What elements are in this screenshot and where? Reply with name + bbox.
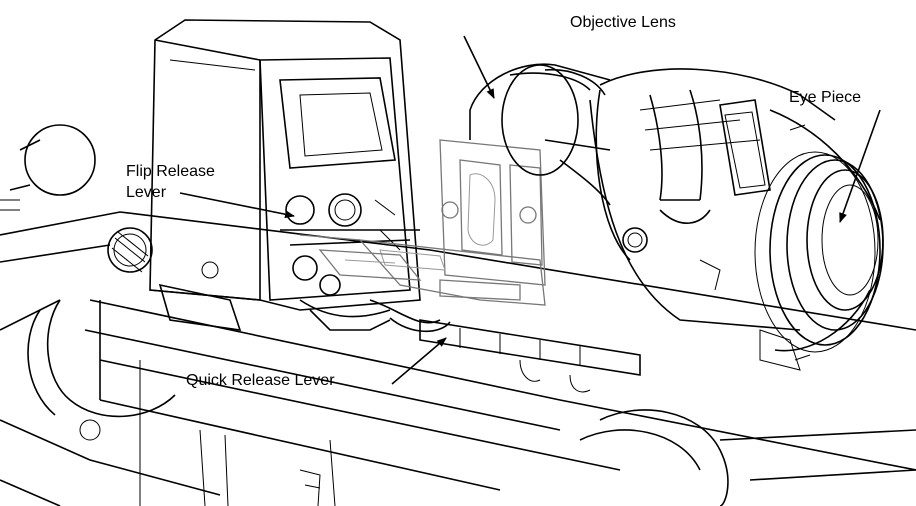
eye-piece-leader xyxy=(839,109,881,223)
flip-release-leader xyxy=(179,192,295,219)
label-flip-release-line2: Lever xyxy=(126,184,167,201)
magnifier-scope xyxy=(469,63,884,371)
label-flip-release-line1: Flip Release xyxy=(126,163,215,180)
label-quick-release-lever: Quick Release Lever xyxy=(186,372,335,389)
quick-release-leader xyxy=(391,337,447,385)
holographic-sight xyxy=(149,19,451,333)
label-objective-lens: Objective Lens xyxy=(570,14,676,31)
label-eye-piece: Eye Piece xyxy=(789,89,862,106)
objective-lens-leader xyxy=(463,35,495,99)
rifle-receiver xyxy=(0,124,916,506)
